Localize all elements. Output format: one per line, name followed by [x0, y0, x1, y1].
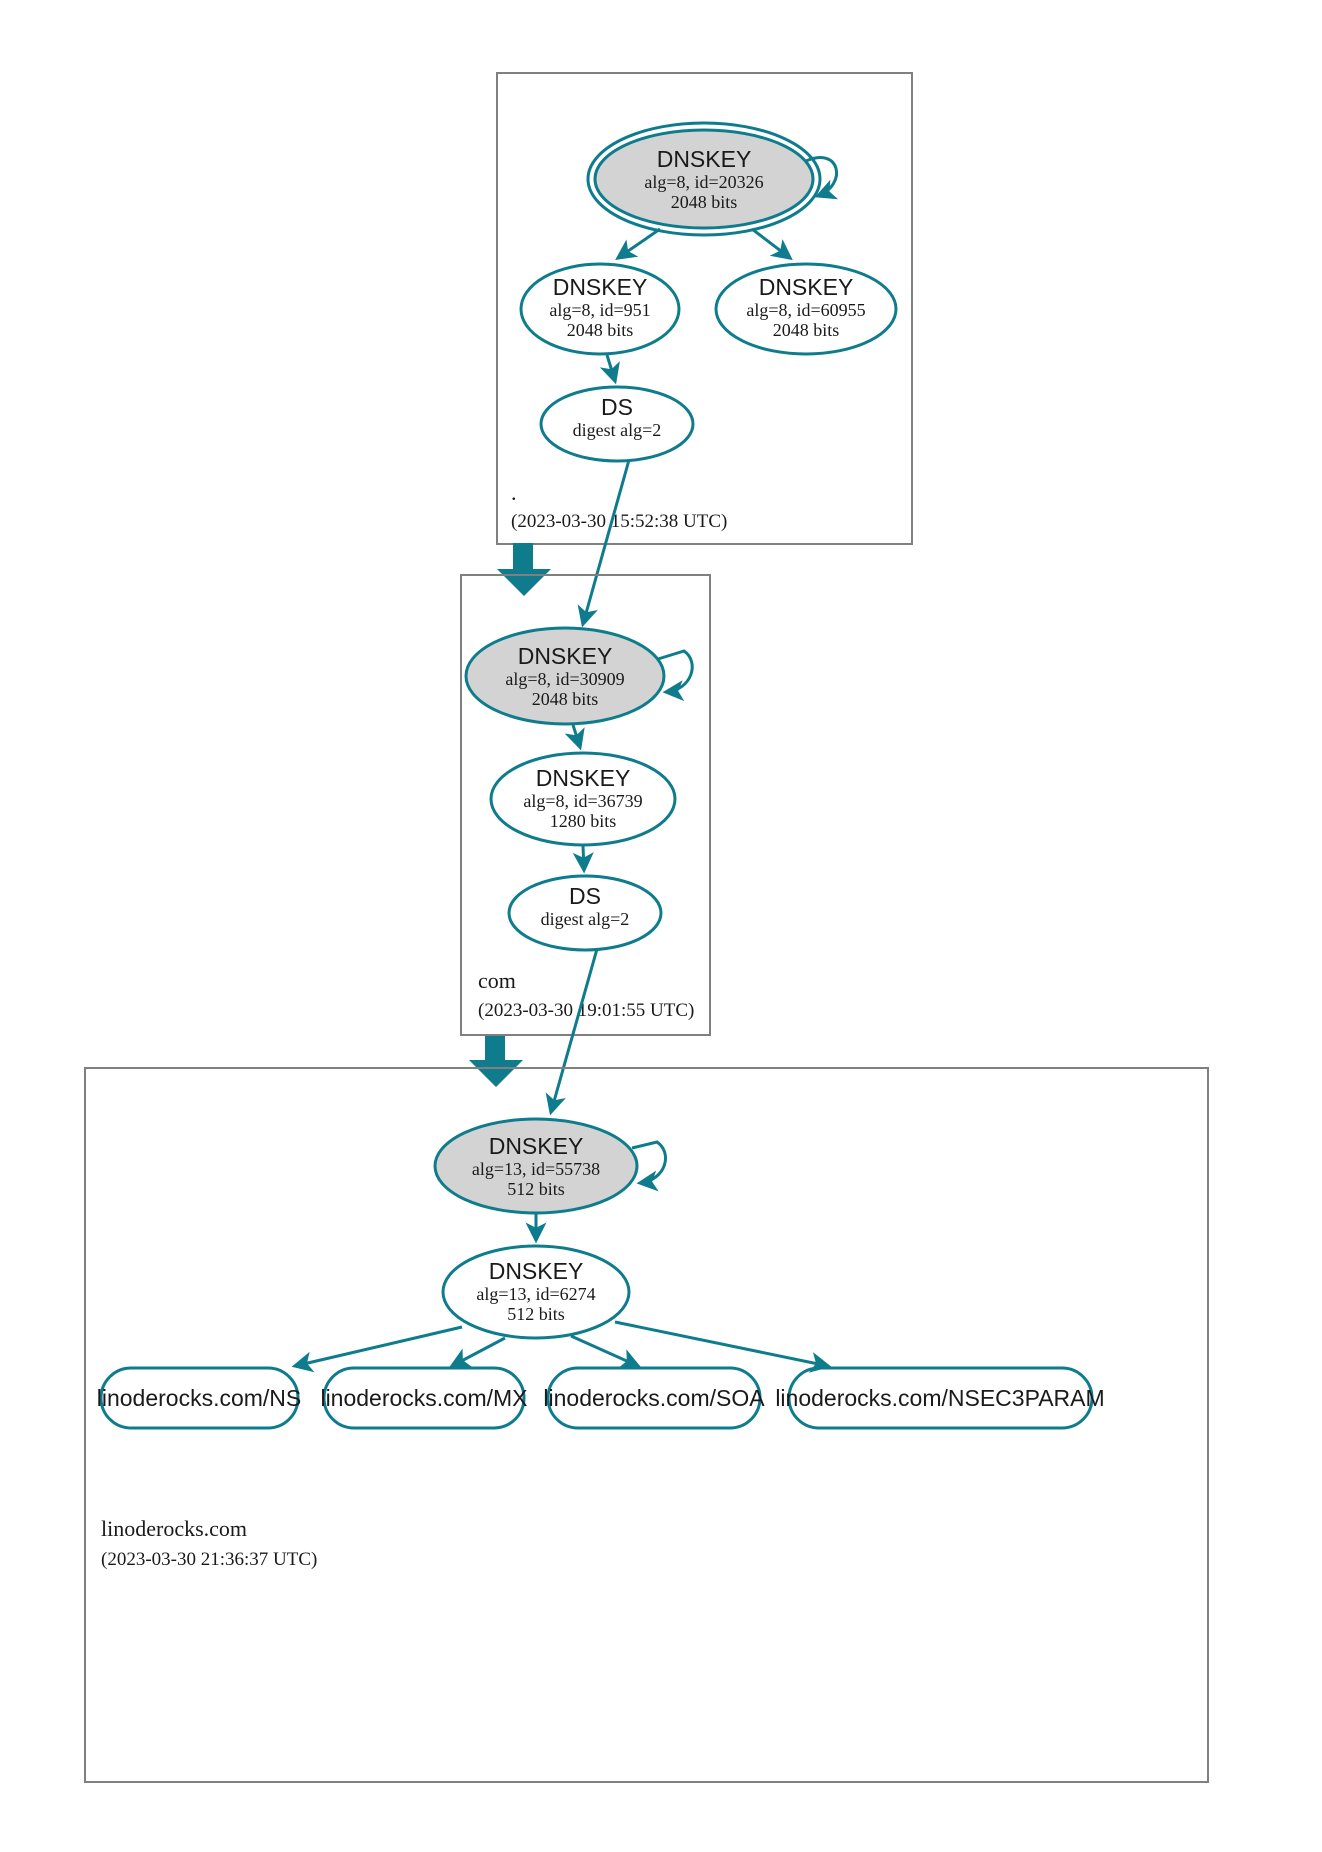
node-com-ksk-detail1: alg=8, id=30909	[505, 669, 624, 689]
zone-linoderocks: DNSKEY alg=13, id=55738 512 bits DNSKEY …	[84, 1067, 1209, 1783]
node-com-ksk[interactable]: DNSKEY alg=8, id=30909 2048 bits	[464, 626, 694, 726]
node-root-zsk-60955[interactable]: DNSKEY alg=8, id=60955 2048 bits	[714, 262, 898, 356]
node-com-ksk-title: DNSKEY	[518, 643, 613, 669]
rrset-nsec3param-label: linoderocks.com/NSEC3PARAM	[775, 1385, 1104, 1411]
edge-root-zsk951-to-ds	[599, 354, 620, 385]
rrset-soa-label: linoderocks.com/SOA	[543, 1385, 765, 1411]
node-lr-ksk-detail1: alg=13, id=55738	[472, 1159, 600, 1179]
zone-linoderocks-border	[84, 1067, 1209, 1783]
rrset-mx-label: linoderocks.com/MX	[320, 1385, 527, 1411]
rrset-ns-box	[99, 1366, 300, 1430]
node-root-ksk-detail1: alg=8, id=20326	[644, 172, 763, 192]
zone-root-timestamp: (2023-03-30 15:52:38 UTC)	[511, 511, 727, 532]
rrset-soa-box	[546, 1366, 762, 1430]
node-root-zsk-951[interactable]: DNSKEY alg=8, id=951 2048 bits	[519, 262, 681, 356]
node-lr-zsk-detail2: 512 bits	[507, 1304, 565, 1324]
node-root-zsk-60955-title: DNSKEY	[759, 274, 854, 300]
rrset-mx-box	[322, 1366, 526, 1430]
zone-root-name: .	[511, 480, 517, 505]
node-root-ksk-detail2: 2048 bits	[671, 192, 738, 212]
dnskey-ellipse	[441, 1244, 631, 1340]
rrset-nsec3param-box	[787, 1366, 1094, 1430]
node-com-zsk-title: DNSKEY	[536, 765, 631, 791]
rrset-ns[interactable]: linoderocks.com/NS	[97, 1366, 302, 1430]
ds-ellipse	[507, 874, 663, 952]
ds-ellipse	[539, 385, 695, 463]
trust-anchor-outer-ring	[586, 121, 822, 237]
edge-lr-zsk-to-mx	[448, 1336, 506, 1368]
rrset-ns-label: linoderocks.com/NS	[97, 1385, 302, 1411]
node-root-ds-detail1: digest alg=2	[573, 420, 662, 440]
dnskey-ellipse	[593, 128, 815, 230]
zone-linoderocks-name: linoderocks.com	[101, 1516, 247, 1541]
node-root-ds-title: DS	[601, 394, 633, 420]
rrset-mx[interactable]: linoderocks.com/MX	[320, 1366, 528, 1430]
self-signature-loop-com-ksk	[657, 649, 694, 702]
zone-linoderocks-timestamp: (2023-03-30 21:36:37 UTC)	[101, 1549, 317, 1570]
delegation-arrow-shape	[497, 543, 551, 596]
node-com-ds-detail1: digest alg=2	[541, 909, 630, 929]
zone-com-border	[460, 574, 711, 1036]
node-root-zsk-951-detail1: alg=8, id=951	[549, 300, 650, 320]
node-root-zsk-951-detail2: 2048 bits	[567, 320, 634, 340]
delegation-arrow-root-to-com	[497, 543, 551, 596]
edge-lr-zsk-to-nsec3param	[614, 1320, 832, 1373]
zone-com-timestamp: (2023-03-30 19:01:55 UTC)	[478, 1000, 694, 1021]
node-lr-ksk-detail2: 512 bits	[507, 1179, 565, 1199]
zone-com: DNSKEY alg=8, id=30909 2048 bits DNSKEY …	[460, 574, 711, 1036]
node-com-ksk-detail2: 2048 bits	[532, 689, 599, 709]
dnskey-ellipse	[519, 262, 681, 356]
node-com-ds-title: DS	[569, 883, 601, 909]
node-root-ksk[interactable]: DNSKEY alg=8, id=20326 2048 bits	[586, 121, 839, 237]
dnskey-ellipse	[464, 626, 666, 726]
self-signature-loop-lr-ksk	[631, 1140, 667, 1192]
edge-com-zsk-to-ds	[572, 845, 594, 874]
edge-root-ksk-to-zsk60955	[751, 227, 793, 261]
edge-com-ds-to-lr-ksk	[545, 948, 599, 1116]
edge-root-ksk-to-zsk951	[615, 227, 661, 260]
edge-lr-zsk-to-ns	[291, 1325, 463, 1373]
edge-lr-zsk-to-soa	[570, 1334, 642, 1369]
edge-root-ds-to-com-ksk	[577, 459, 631, 628]
node-root-zsk-60955-detail1: alg=8, id=60955	[746, 300, 865, 320]
node-root-zsk-951-title: DNSKEY	[553, 274, 648, 300]
node-lr-ksk-title: DNSKEY	[489, 1133, 584, 1159]
dnskey-ellipse	[489, 751, 677, 847]
node-root-ksk-title: DNSKEY	[657, 146, 752, 172]
node-root-zsk-60955-detail2: 2048 bits	[773, 320, 840, 340]
node-lr-zsk-title: DNSKEY	[489, 1258, 584, 1284]
delegation-arrow-shape	[469, 1036, 523, 1087]
node-com-zsk-detail2: 1280 bits	[550, 811, 617, 831]
delegation-arrow-com-to-linoderocks	[469, 1036, 523, 1087]
dnskey-ellipse	[433, 1117, 639, 1215]
rrset-nsec3param[interactable]: linoderocks.com/NSEC3PARAM	[775, 1366, 1105, 1430]
node-lr-zsk[interactable]: DNSKEY alg=13, id=6274 512 bits	[441, 1244, 631, 1340]
self-signature-loop-root-ksk	[805, 156, 839, 200]
node-com-zsk-detail1: alg=8, id=36739	[523, 791, 642, 811]
node-lr-zsk-detail1: alg=13, id=6274	[476, 1284, 595, 1304]
rrset-soa[interactable]: linoderocks.com/SOA	[543, 1366, 765, 1430]
zone-com-name: com	[478, 968, 516, 993]
zone-root: DNSKEY alg=8, id=20326 2048 bits DNSKEY …	[496, 72, 913, 545]
zone-root-border	[496, 72, 913, 545]
node-com-ds[interactable]: DS digest alg=2	[507, 874, 663, 952]
node-lr-ksk[interactable]: DNSKEY alg=13, id=55738 512 bits	[433, 1117, 667, 1215]
node-com-zsk[interactable]: DNSKEY alg=8, id=36739 1280 bits	[489, 751, 677, 847]
dnskey-ellipse	[714, 262, 898, 356]
node-root-ds[interactable]: DS digest alg=2	[539, 385, 695, 463]
edge-com-ksk-to-zsk	[564, 724, 585, 751]
